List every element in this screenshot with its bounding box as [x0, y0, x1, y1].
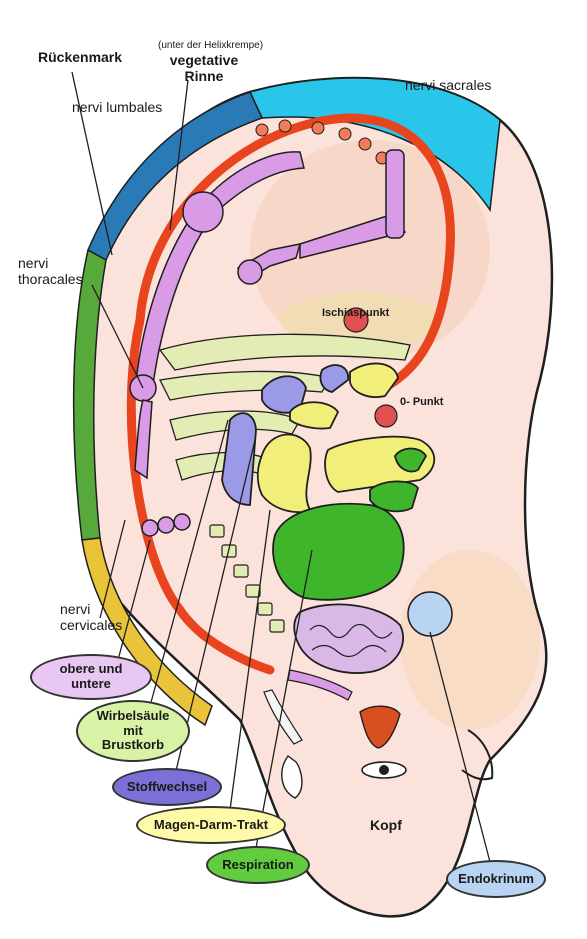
label-thoracales-line1: nervi: [18, 255, 49, 271]
yellow-organ-3: [349, 362, 399, 398]
pill-wirbel-line1: Wirbelsäule: [96, 707, 170, 723]
label-vegetative-line2: Rinne: [184, 67, 224, 84]
teeth-upper: [287, 669, 353, 701]
pill-magen-darm: Magen-Darm-Trakt: [136, 806, 286, 844]
pill-wirbel-line3: Brustkorb: [101, 737, 165, 753]
nervi-cervicales-band: [81, 537, 213, 727]
label-vegetative-line1: vegetative: [169, 52, 239, 68]
pill-obere-line2: untere: [71, 676, 111, 691]
vertebrae-chain: [209, 524, 285, 633]
label-rueckenmark: Rückenmark: [38, 49, 123, 65]
label-cervicales-line2: cervicales: [60, 616, 123, 633]
ear-small: [281, 755, 303, 799]
label-thoracales-line2: thoracales: [18, 270, 83, 287]
nose-contour: [461, 729, 494, 781]
pill-endokrinum: Endokrinum: [446, 860, 546, 898]
helix-dots: [255, 119, 389, 165]
yellow-organ-2: [289, 401, 340, 430]
pill-stoffwechsel: Stoffwechsel: [112, 768, 222, 806]
green-organ-2: [394, 447, 428, 473]
organ-zones: [221, 362, 436, 601]
lavender-organ-2: [261, 375, 307, 414]
label-nervi-thoracales: nervi thoracales: [18, 255, 83, 287]
pill-wirbel-line2: mit: [123, 722, 143, 738]
tongue: [359, 705, 401, 749]
brain-folds: [309, 623, 393, 658]
label-nervi-sacrales: nervi sacrales: [405, 77, 492, 93]
label-nervi-cervicales: nervi cervicales: [60, 601, 123, 633]
lumbar-knot: [182, 191, 224, 233]
lavender-organ: [221, 412, 257, 506]
label-kopf: Kopf: [370, 817, 402, 833]
ischiaspunkt-marker: [343, 307, 369, 333]
label-cervicales-line1: nervi: [60, 601, 91, 617]
label-helix-note: (unter der Helixkrempe): [158, 40, 264, 51]
null-punkt-marker: [374, 404, 398, 428]
pill-obere-line1: obere und: [59, 661, 123, 677]
endokrinum-marker: [407, 591, 453, 637]
teeth-lower: [263, 689, 303, 745]
pill-obere-untere: obere und untere: [30, 654, 152, 700]
label-vegetative-rinne: vegetative Rinne: [164, 52, 244, 84]
lavender-organ-3: [319, 364, 349, 393]
leader-lines: [71, 71, 491, 863]
label-nervi-lumbales: nervi lumbales: [72, 99, 163, 115]
green-organ-3: [369, 480, 419, 513]
label-ischiaspunkt: Ischiaspunkt: [322, 307, 390, 319]
green-organ-main: [272, 502, 405, 601]
label-null-punkt: 0- Punkt: [400, 396, 444, 408]
brain-zone: [293, 603, 405, 674]
pill-respiration: Respiration: [206, 846, 310, 884]
pill-wirbelsaeule: Wirbelsäule mit Brustkorb: [76, 700, 190, 762]
